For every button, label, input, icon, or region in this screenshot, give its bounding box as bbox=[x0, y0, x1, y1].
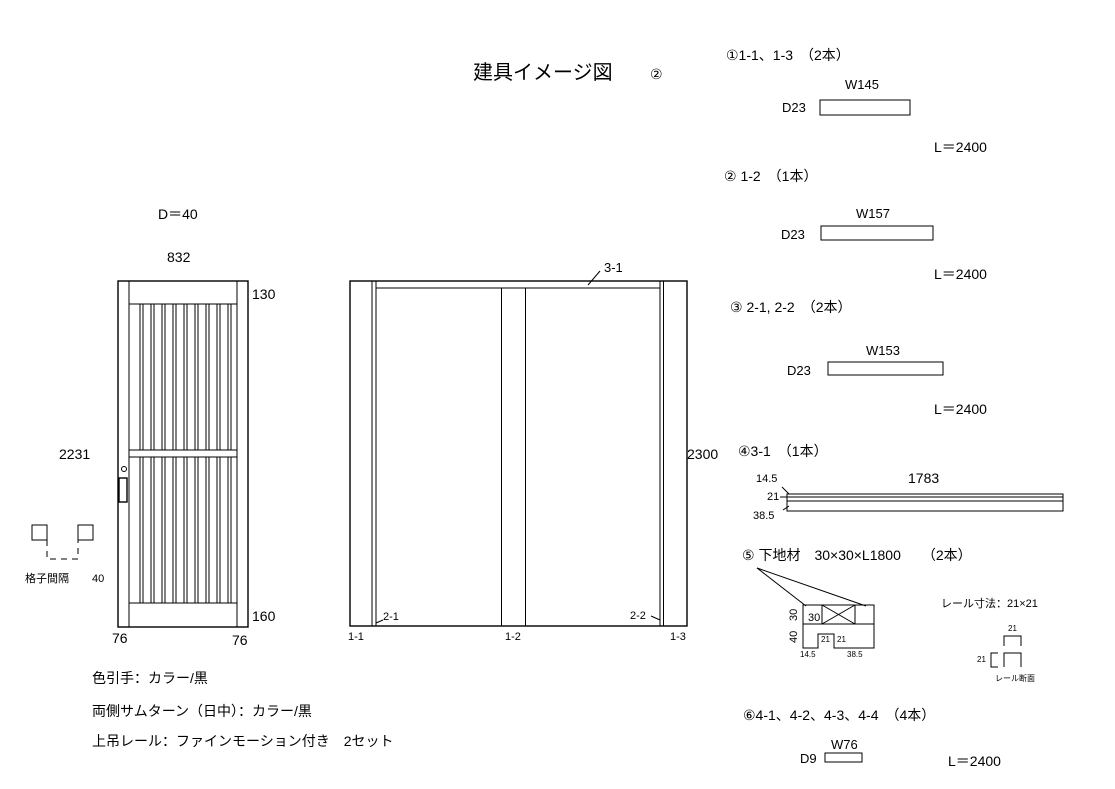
rail-dim-top: 21 bbox=[1008, 624, 1017, 633]
label-1-1: 1-1 bbox=[348, 631, 364, 643]
part-length: L＝2400 bbox=[934, 266, 987, 282]
part-length: L＝2400 bbox=[934, 139, 987, 155]
part-1: ①1-1、1-3 （2本） W145 D23 L＝2400 bbox=[726, 47, 987, 155]
label-1-2: 1-2 bbox=[505, 631, 521, 643]
lattice-bar bbox=[205, 303, 210, 451]
lattice-bar bbox=[150, 303, 155, 451]
label-2-1: 2-1 bbox=[383, 611, 399, 623]
part-heading: ③ 2-1, 2-2 （2本） bbox=[730, 299, 851, 315]
lattice-bar bbox=[183, 303, 188, 451]
dim-14-5: 14.5 bbox=[756, 473, 777, 485]
drawing-number: ② bbox=[650, 66, 663, 82]
door-width: 832 bbox=[167, 249, 191, 265]
lattice-bar bbox=[194, 303, 199, 451]
note-handle: 色引手：カラー/黒 bbox=[92, 670, 208, 686]
door-bottom-rail: 160 bbox=[252, 608, 276, 624]
dim-21: 21 bbox=[767, 491, 779, 503]
lattice-bar bbox=[139, 456, 144, 604]
dim-21-small: 21 bbox=[837, 635, 846, 644]
door-height: 2231 bbox=[59, 446, 90, 462]
lattice-bar bbox=[150, 456, 155, 604]
lattice-bar bbox=[216, 303, 221, 451]
part-heading: ④3-1 （1本） bbox=[738, 443, 828, 459]
part-length: 1783 bbox=[908, 470, 939, 486]
lattice-bar bbox=[227, 456, 232, 604]
frame-elevation: 3-1 2-1 2-2 1-1 1-2 1-3 2300 bbox=[348, 260, 718, 643]
lattice-bar bbox=[205, 456, 210, 604]
part-width: W76 bbox=[831, 737, 858, 752]
part-depth: D23 bbox=[787, 363, 811, 378]
part-depth: D23 bbox=[781, 227, 805, 242]
lattice-bar bbox=[227, 303, 232, 451]
door-right-stile: 76 bbox=[232, 632, 248, 648]
lattice-value: 40 bbox=[92, 573, 104, 585]
part-heading: ⑤ 下地材 30×30×L1800 （2本） bbox=[742, 547, 972, 563]
part-heading: ①1-1、1-3 （2本） bbox=[726, 47, 850, 63]
part-3: ③ 2-1, 2-2 （2本） W153 D23 L＝2400 bbox=[730, 299, 987, 417]
lattice-bar bbox=[194, 456, 199, 604]
dim-30: 30 bbox=[788, 609, 800, 621]
part-depth: D9 bbox=[800, 751, 817, 766]
dim-14-5: 14.5 bbox=[800, 650, 816, 659]
lattice-label: 格子間隔 bbox=[25, 571, 69, 585]
part-width: W157 bbox=[856, 206, 890, 221]
dim-21: 21 bbox=[821, 635, 830, 644]
part-heading: ② 1-2 （1本） bbox=[724, 168, 817, 184]
lattice-bar bbox=[216, 456, 221, 604]
label-2-2: 2-2 bbox=[630, 610, 646, 622]
lattice-bar bbox=[161, 303, 166, 451]
dim-40: 40 bbox=[788, 631, 800, 643]
rail-dim-side: 21 bbox=[977, 655, 986, 664]
part-width: W145 bbox=[845, 77, 879, 92]
rail-dimension-label: レール寸法：21×21 bbox=[941, 596, 1038, 610]
part-2: ② 1-2 （1本） W157 D23 L＝2400 bbox=[724, 168, 987, 282]
door-top-rail: 130 bbox=[252, 286, 276, 302]
door-elevation: D＝40 832 2231 130 160 76 76 bbox=[59, 206, 276, 648]
part-6: ⑥4-1、4-2、4-3、4-4 （4本） W76 D9 L＝2400 bbox=[743, 707, 1001, 769]
dim-38-5: 38.5 bbox=[847, 650, 863, 659]
lattice-bar bbox=[172, 456, 177, 604]
label-1-3: 1-3 bbox=[670, 631, 686, 643]
lattice-bar bbox=[183, 456, 188, 604]
part-depth: D23 bbox=[782, 100, 806, 115]
part-5: ⑤ 下地材 30×30×L1800 （2本） 30 30 40 21 21 14… bbox=[742, 547, 972, 659]
lattice-bar bbox=[161, 456, 166, 604]
door-depth: D＝40 bbox=[158, 206, 198, 222]
dim-30-box: 30 bbox=[808, 612, 820, 624]
label-3-1: 3-1 bbox=[604, 260, 623, 275]
lattice-bar bbox=[172, 303, 177, 451]
rail-caption: レール断面 bbox=[995, 673, 1035, 683]
door-pull-handle bbox=[118, 477, 128, 503]
part-heading: ⑥4-1、4-2、4-3、4-4 （4本） bbox=[743, 707, 935, 723]
drawing-title: 建具イメージ図 bbox=[473, 61, 613, 84]
part-width: W153 bbox=[866, 343, 900, 358]
door-left-stile: 76 bbox=[112, 630, 128, 646]
lattice-bars bbox=[139, 303, 232, 604]
part-length: L＝2400 bbox=[948, 753, 1001, 769]
rail-section: レール寸法：21×21 21 21 レール断面 bbox=[941, 596, 1038, 683]
lock-icon bbox=[121, 466, 127, 472]
dim-38-5: 38.5 bbox=[753, 510, 774, 522]
note-thumbturn: 両側サムターン（日中）：カラー/黒 bbox=[92, 703, 312, 719]
frame-height: 2300 bbox=[687, 446, 718, 462]
lattice-bar bbox=[139, 303, 144, 451]
note-rail: 上吊レール：ファインモーション付き 2セット bbox=[92, 733, 394, 749]
part-4: ④3-1 （1本） 1783 14.5 21 38.5 bbox=[738, 443, 1064, 522]
lattice-detail: 格子間隔 40 bbox=[25, 524, 104, 585]
part-length: L＝2400 bbox=[934, 401, 987, 417]
